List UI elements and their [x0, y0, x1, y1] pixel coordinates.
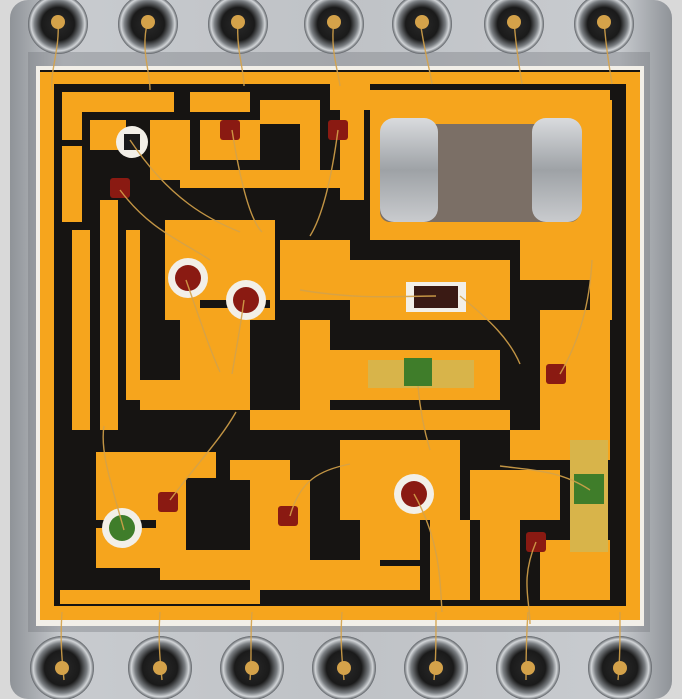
- pin-bottom-2: [128, 636, 192, 699]
- round-components: [102, 258, 434, 548]
- pin-bottom-1: [30, 636, 94, 699]
- bond-wires: [51, 19, 621, 681]
- pin-bottom-7: [588, 636, 652, 699]
- center-chip: [406, 282, 466, 312]
- red-chip-3: [110, 178, 130, 198]
- red-chip-6: [546, 364, 566, 384]
- red-chip-1: [220, 120, 240, 140]
- red-chip-5: [278, 506, 298, 526]
- round-component-4: [102, 508, 142, 548]
- round-component-2: [226, 280, 266, 320]
- gold-pad-center: [368, 358, 474, 388]
- pins-bottom: [30, 636, 652, 699]
- pin-bottom-5: [404, 636, 468, 699]
- capacitor: [380, 118, 582, 222]
- round-component-1: [168, 258, 208, 298]
- pin-bottom-6: [496, 636, 560, 699]
- pin-bottom-4: [312, 636, 376, 699]
- pin-top-5: [392, 0, 452, 54]
- pin-bottom-3: [220, 636, 284, 699]
- red-chip-4: [158, 492, 178, 512]
- gold-pad-right: [570, 440, 608, 552]
